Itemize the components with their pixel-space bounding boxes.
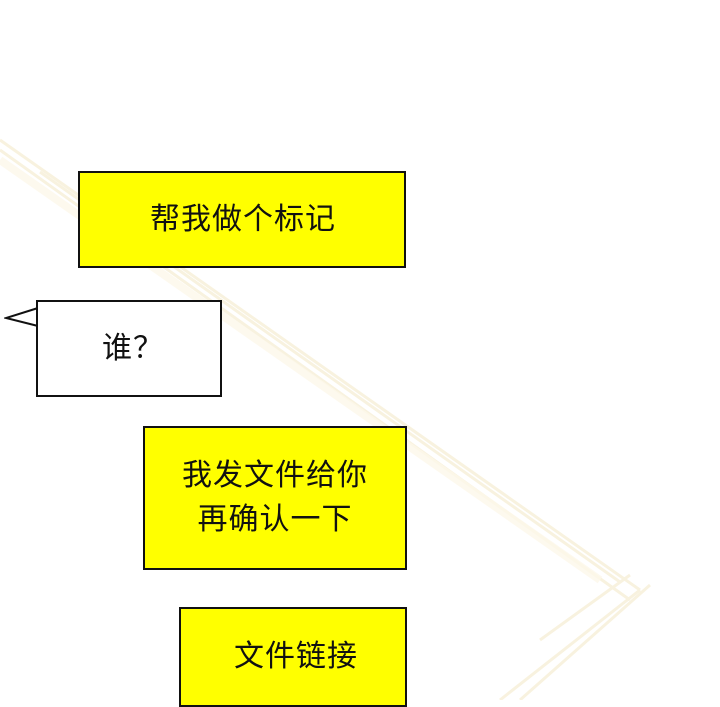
message-text-4: 文件链接 [234,639,358,674]
message-text-3: 我发文件给你 再确认一下 [182,458,368,537]
message-bubble-4: 文件链接 [179,607,407,707]
message-bubble-1: 帮我做个标记 [78,171,406,268]
speech-tail-icon [4,306,40,330]
message-bubble-2: 谁？ [36,300,222,397]
message-bubble-3: 我发文件给你 再确认一下 [143,426,407,570]
message-text-2: 谁？ [102,330,164,366]
message-text-1: 帮我做个标记 [150,201,336,237]
